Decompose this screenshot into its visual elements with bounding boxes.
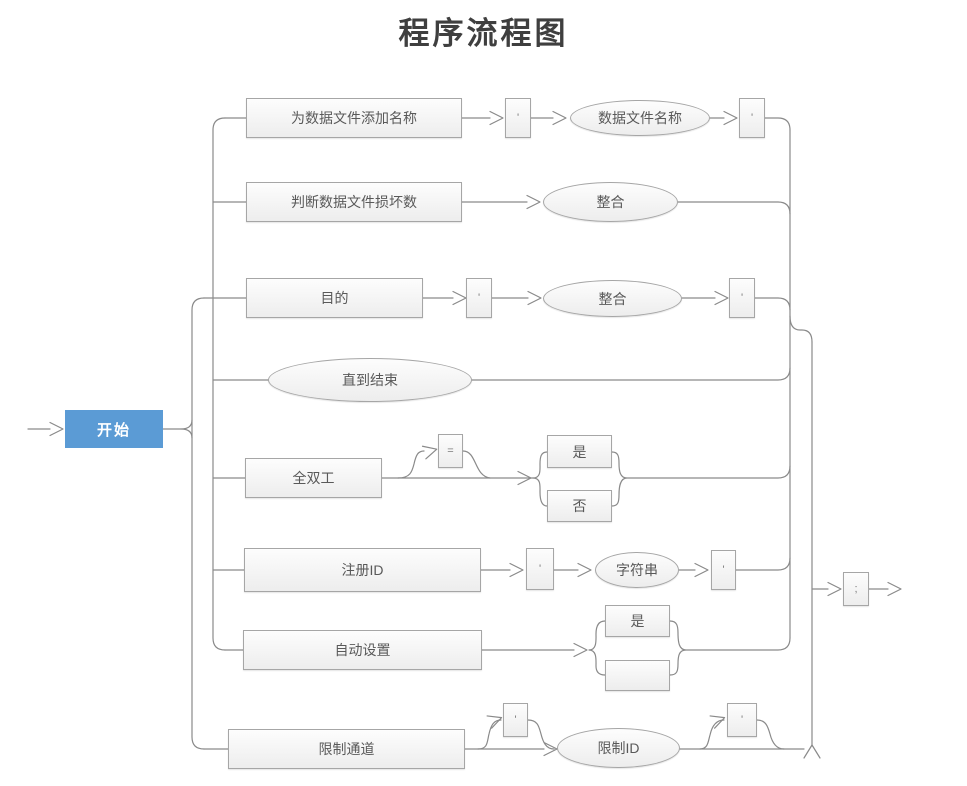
start-node: 开始	[65, 410, 163, 448]
node-quote: '	[729, 278, 755, 318]
node-no: 否	[547, 490, 612, 522]
arrowhead-icon	[709, 715, 726, 729]
node-register-id: 注册ID	[244, 548, 481, 592]
arrowhead-icon	[49, 421, 64, 437]
arrowhead-icon	[421, 445, 438, 460]
arrowhead-icon	[527, 290, 542, 306]
node-empty-option	[605, 660, 670, 691]
node-full-duplex: 全双工	[245, 458, 382, 498]
arrowhead-icon	[694, 562, 709, 578]
arrowhead-icon	[509, 562, 524, 578]
node-quote: '	[711, 550, 736, 590]
node-equals: =	[438, 434, 463, 468]
node-quote: '	[503, 703, 528, 737]
arrowhead-icon	[552, 110, 567, 126]
node-semicolon-terminator: ;	[843, 572, 869, 606]
wire-r8-q2-loop	[699, 719, 785, 750]
wire-trunk-b	[191, 297, 205, 750]
node-quote: '	[727, 703, 757, 737]
arrowhead-icon	[577, 562, 592, 578]
node-check-damage-count: 判断数据文件损坏数	[246, 182, 462, 222]
wire-r1	[224, 117, 791, 131]
node-datafile-name: 数据文件名称	[570, 100, 710, 136]
arrowhead-icon	[517, 470, 532, 486]
node-quote: '	[739, 98, 765, 138]
wire-trunk-a	[212, 117, 226, 651]
node-yes-2: 是	[605, 605, 670, 637]
node-integrate: 整合	[543, 182, 678, 222]
arrowhead-icon	[573, 642, 588, 658]
arrowhead-icon	[887, 581, 902, 597]
wire-merge-link	[789, 315, 813, 343]
wire-r5-eq-loop	[397, 450, 491, 479]
arrowhead-up-icon	[803, 744, 821, 759]
node-until-end: 直到结束	[268, 358, 472, 402]
wire-r5-branch	[532, 451, 791, 507]
wire-r2	[212, 201, 791, 215]
node-add-datafile-name: 为数据文件添加名称	[246, 98, 462, 138]
diagram-title: 程序流程图	[398, 16, 569, 51]
arrowhead-icon	[526, 194, 541, 210]
wire-r3	[203, 297, 791, 311]
arrowhead-icon	[723, 110, 738, 126]
node-limit-channel: 限制通道	[228, 729, 465, 769]
node-purpose: 目的	[246, 278, 423, 318]
wire-r8-q1-loop	[477, 719, 555, 750]
arrowhead-icon	[489, 110, 504, 126]
node-quote: '	[505, 98, 531, 138]
node-quote: '	[526, 548, 554, 590]
node-quote: '	[466, 278, 492, 318]
arrowhead-icon	[486, 715, 503, 729]
arrowhead-icon	[452, 290, 467, 306]
node-string: 字符串	[595, 552, 679, 588]
node-limit-id: 限制ID	[557, 728, 680, 768]
arrowhead-icon	[714, 290, 729, 306]
node-auto-setup: 自动设置	[243, 630, 482, 670]
wire-r6	[212, 557, 791, 571]
node-integrate-2: 整合	[543, 280, 682, 317]
wire-r7-branch	[588, 620, 791, 676]
arrowhead-icon	[827, 581, 842, 597]
wire-fork	[180, 419, 193, 439]
node-yes: 是	[547, 435, 612, 468]
wire-r4	[212, 367, 791, 381]
